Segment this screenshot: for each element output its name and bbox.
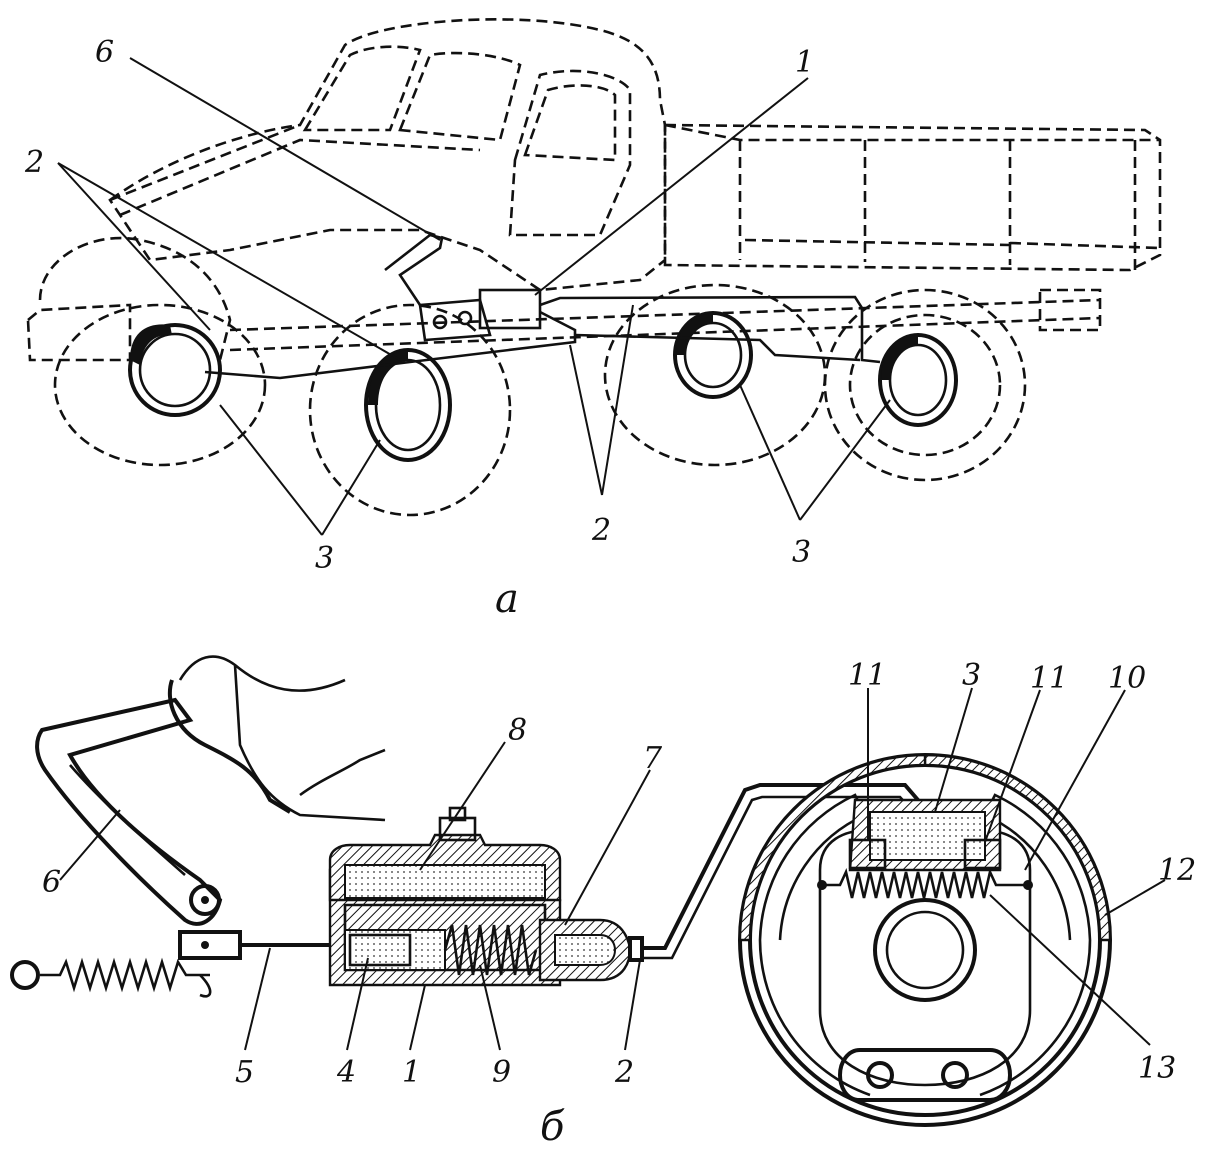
leader-a-3a (219, 404, 323, 536)
truck-hood (109, 123, 481, 217)
truck-windshield (302, 45, 422, 132)
brake-pedal-slot (69, 764, 186, 876)
label-b-7: 7 (643, 741, 663, 776)
truck-windshield-right (398, 51, 522, 142)
leader-b-9 (479, 964, 501, 1051)
pushrod-clevis-pin (201, 941, 209, 949)
shoe-sole (167, 679, 292, 814)
brake-drum-front-left (128, 323, 222, 417)
leader-b-6 (59, 809, 121, 881)
label-b-10: 10 (1108, 661, 1146, 696)
label-b-11-right: 11 (1030, 661, 1068, 696)
label-b-11-left: 11 (848, 658, 886, 693)
pedal-pivot (189, 884, 221, 916)
truck-rear-bracket (1038, 288, 1102, 332)
leader-b-1 (409, 984, 426, 1051)
spring-hook (199, 974, 212, 998)
leader-b-3 (934, 687, 973, 813)
return-spring (40, 957, 210, 993)
leader-a-3c (739, 384, 801, 521)
truck-frame (229, 298, 1101, 352)
brake-drum-assembly (738, 753, 1112, 1127)
label-b-12: 12 (1158, 853, 1196, 888)
brake-drum-rear-left (673, 311, 753, 399)
leader-b-11b (984, 689, 1041, 843)
figure-b-schematic: 8 7 6 5 4 1 9 2 11 3 11 10 12 13 б (10, 655, 1196, 1149)
leg-line (299, 748, 386, 797)
label-b-3: 3 (962, 658, 981, 693)
foot-shoe (178, 655, 386, 822)
caption-a: а (495, 576, 519, 622)
label-b-5: 5 (235, 1055, 254, 1090)
front-left-wheel-dashed (53, 303, 267, 467)
truck-fender-front (38, 236, 232, 361)
brake-line-rear (539, 295, 881, 364)
leader-a-3b (321, 439, 381, 536)
label-a-1: 1 (795, 45, 814, 80)
label-a-3-left: 3 (315, 541, 334, 576)
figure-a-truck: 1 6 2 2 3 3 а (24, 18, 1162, 622)
leader-b-2 (624, 959, 641, 1051)
leader-a-2c (569, 344, 603, 496)
truck-door (508, 69, 632, 237)
label-b-8: 8 (508, 713, 527, 748)
leader-a-6 (129, 57, 441, 241)
label-b-2: 2 (614, 1055, 634, 1090)
leader-b-12 (1104, 879, 1166, 916)
leader-b-7 (564, 769, 651, 926)
leader-b-10 (1024, 689, 1126, 871)
leader-a-2b (57, 162, 401, 361)
pedal-linkage-truck (384, 233, 444, 306)
label-b-4: 4 (336, 1055, 356, 1090)
label-a-2-left: 2 (24, 145, 44, 180)
pushrod-clevis (178, 930, 242, 960)
label-a-3-right: 3 (792, 535, 811, 570)
truck-cargo-boards (664, 123, 1160, 270)
label-b-9: 9 (492, 1055, 511, 1090)
pedal-pivot-inner (201, 896, 209, 904)
leader-b-5 (244, 947, 271, 1051)
master-cylinder-truck (418, 288, 542, 342)
rear-right-wheel-dashed (823, 288, 1027, 482)
label-b-6: 6 (42, 865, 61, 900)
truck-cargo-rail (744, 238, 1161, 250)
truck-cargo-body (663, 123, 1162, 272)
leader-b-13 (989, 894, 1151, 1046)
label-b-13: 13 (1138, 1051, 1176, 1086)
front-right-wheel-dashed (308, 303, 512, 517)
truck-cab-outline (108, 18, 667, 292)
leader-b-8 (419, 741, 506, 871)
brake-drum-front-right (364, 348, 452, 462)
spring-anchor (10, 960, 40, 990)
leader-a-2a (57, 162, 211, 331)
master-cylinder (328, 806, 644, 987)
leader-b-4 (346, 957, 369, 1051)
leader-a-1 (534, 77, 809, 296)
label-a-2-bottom: 2 (591, 513, 611, 548)
leader-a-3d (799, 399, 891, 521)
rear-right-wheel-inner-dashed (848, 313, 1002, 457)
label-a-6: 6 (95, 35, 114, 70)
leader-a-2d (601, 304, 634, 496)
caption-b: б (540, 1104, 565, 1149)
label-b-1: 1 (402, 1055, 421, 1090)
brake-drum-rear-right (878, 333, 958, 427)
truck-door-window (523, 84, 617, 162)
